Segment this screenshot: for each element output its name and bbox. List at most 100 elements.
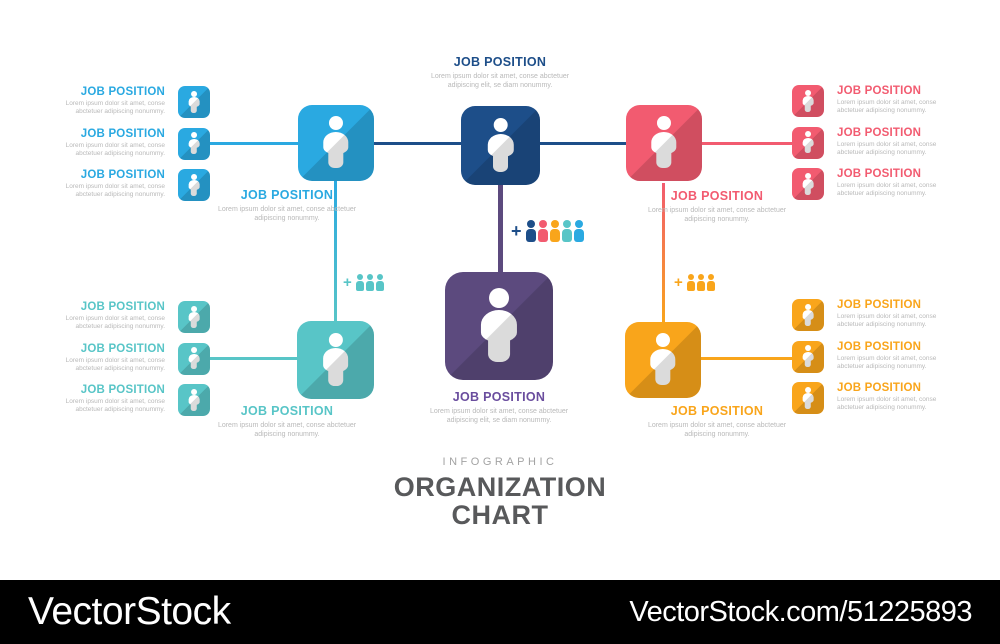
watermark-bar: VectorStock VectorStock.com/51225893 [0,580,1000,644]
mini-person-icon [550,220,560,242]
org-node-yellow [625,322,701,398]
connector-teal-horizontal [209,357,297,360]
job-position-title: JOB POSITION [837,340,922,353]
mini-person-icon [697,274,705,291]
job-position-title: JOB POSITION [240,404,334,418]
job-position-title: JOB POSITION [240,188,334,202]
list-item: JOB POSITION Lorem ipsum dolor sit amet, … [792,382,962,414]
plus-icon: + [674,274,683,291]
plus-icon: + [343,274,352,291]
job-position-description: Lorem ipsum dolor sit amet, conse abctet… [837,313,937,328]
person-icon [631,110,698,177]
org-node-blue [298,105,374,181]
job-position-description: Lorem ipsum dolor sit amet, conse abctet… [217,422,357,438]
mini-person-icon [538,220,548,242]
job-position-description: Lorem ipsum dolor sit amet, conse abctet… [647,422,787,438]
person-icon [792,85,824,117]
job-position-title: JOB POSITION [837,126,922,139]
chart-title-line1: ORGANIZATION [393,472,607,502]
person-icon [792,168,824,200]
job-position-title: JOB POSITION [670,189,764,203]
org-node-purple [445,272,553,380]
job-position-description: Lorem ipsum dolor sit amet, conse abctet… [647,207,787,223]
job-position-title: JOB POSITION [80,127,165,140]
job-position-description: Lorem ipsum dolor sit amet, conse abctet… [65,315,165,330]
job-position-description: Lorem ipsum dolor sit amet, conse abctet… [65,141,165,157]
job-position-description: Lorem ipsum dolor sit amet, conse abctet… [837,182,937,197]
connector-navy-left [373,142,462,145]
list-item: JOB POSITION Lorem ipsum dolor sit amet, … [792,299,962,331]
list-item: JOB POSITION Lorem ipsum dolor sit amet, … [792,168,962,200]
job-position-description: Lorem ipsum dolor sit amet, conse abctet… [837,354,937,370]
org-node-root [461,106,540,185]
list-item: JOB POSITION Lorem ipsum dolor sit amet, … [40,301,210,333]
mini-person-icon [707,274,715,291]
connector-yellow-horizontal [700,357,792,360]
job-position-description: Lorem ipsum dolor sit amet, conse abctet… [65,183,165,198]
person-icon [178,342,210,375]
person-icon [792,382,824,414]
job-position-description: Lorem ipsum dolor sit amet, conse abctet… [65,356,165,372]
connector-blue-teal-vertical [334,180,337,322]
job-position-description: Lorem ipsum dolor sit amet, conse abctet… [430,73,570,89]
connector-blue-horizontal [209,142,298,145]
job-position-title: JOB POSITION [453,55,547,69]
job-position-description: Lorem ipsum dolor sit amet, conse abctet… [837,396,937,411]
team-cluster-right: + [674,274,715,291]
connector-navy-right [539,142,627,145]
mini-person-icon [562,220,572,242]
person-icon [178,86,210,118]
team-cluster-left: + [343,274,384,291]
job-position-title: JOB POSITION [80,169,165,181]
job-position-description: Lorem ipsum dolor sit amet, conse abctet… [65,100,165,115]
person-icon [792,126,824,159]
teal-node-label: JOB POSITION Lorem ipsum dolor sit amet,… [212,404,362,439]
plus-icon: + [511,221,522,241]
mini-person-icon [356,274,364,291]
job-position-title: JOB POSITION [80,86,165,98]
person-icon [178,301,210,333]
job-position-description: Lorem ipsum dolor sit amet, conse abctet… [217,206,357,222]
person-icon [466,111,536,181]
person-icon [178,169,210,201]
chart-title-line2: CHART [451,500,549,530]
watermark-brand: VectorStock [28,590,231,633]
mini-person-icon [376,274,384,291]
watermark-url: VectorStock.com/51225893 [629,595,972,628]
purple-node-label: JOB POSITION Lorem ipsum dolor sit amet,… [424,390,574,425]
team-cluster-center: + [511,220,584,242]
job-position-description: Lorem ipsum dolor sit amet, conse abctet… [837,99,937,114]
job-position-title: JOB POSITION [837,382,922,394]
list-item: JOB POSITION Lorem ipsum dolor sit amet, … [792,85,962,117]
job-position-description: Lorem ipsum dolor sit amet, conse abctet… [429,408,569,424]
job-position-title: JOB POSITION [837,168,922,180]
job-position-title: JOB POSITION [837,85,922,97]
connector-pink-yellow-vertical [662,183,665,323]
job-position-title: JOB POSITION [837,299,922,311]
infographic-kicker: INFOGRAPHIC [442,456,558,468]
person-icon [630,327,697,394]
job-position-title: JOB POSITION [452,390,546,404]
person-icon [178,127,210,160]
pink-node-label: JOB POSITION Lorem ipsum dolor sit amet,… [642,189,792,224]
list-item: JOB POSITION Lorem ipsum dolor sit amet, … [40,169,210,201]
person-icon [792,340,824,373]
page-title-block: INFOGRAPHIC ORGANIZATION CHART [300,456,700,529]
org-node-pink [626,105,702,181]
connector-pink-horizontal [701,142,792,145]
connector-purple-vertical [498,184,503,274]
job-position-title: JOB POSITION [80,342,165,355]
job-position-description: Lorem ipsum dolor sit amet, conse abctet… [837,140,937,156]
job-position-title: JOB POSITION [80,301,165,313]
job-position-title: JOB POSITION [80,384,165,396]
mini-person-icon [366,274,374,291]
